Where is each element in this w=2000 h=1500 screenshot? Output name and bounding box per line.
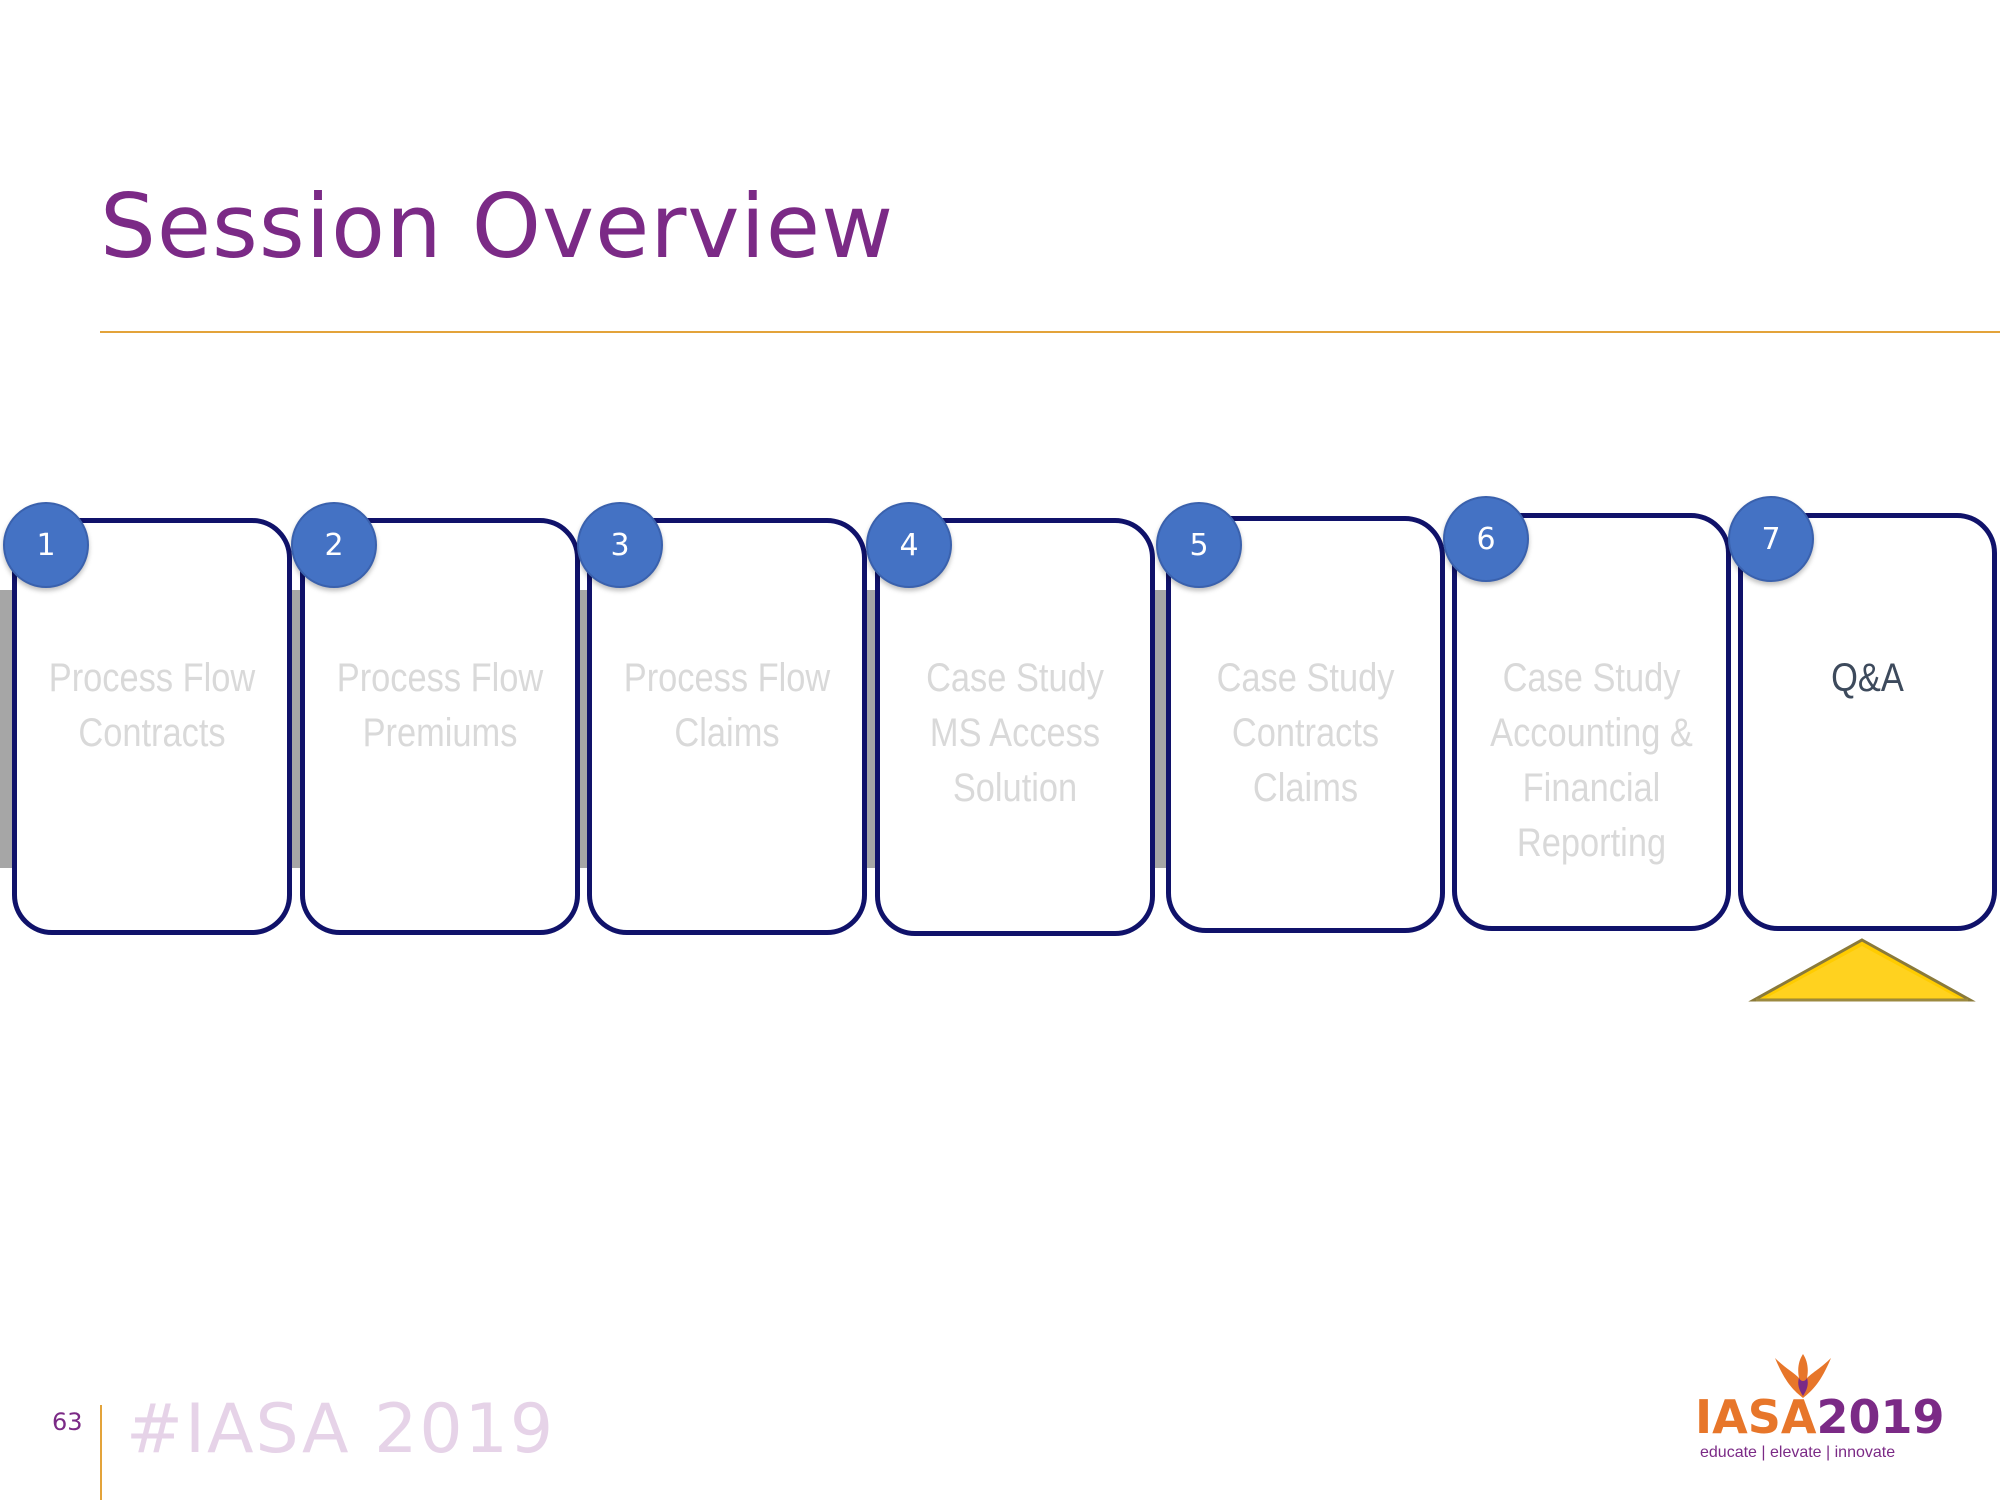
agenda-card-label: Q&A <box>1760 651 1974 706</box>
agenda-card-line: Reporting <box>1516 821 1667 865</box>
agenda-card-line: Case Study <box>1502 656 1681 700</box>
agenda-card-line: Process Flow <box>48 656 256 700</box>
logo-wordmark: IASA2019 <box>1695 1390 1944 1444</box>
agenda-card-line: Accounting & <box>1490 711 1693 755</box>
step-number-badge-7: 7 <box>1728 496 1814 582</box>
agenda-card-line: Contracts <box>1231 711 1380 755</box>
page-number: 63 <box>52 1408 83 1436</box>
agenda-card-line: Contracts <box>78 711 226 755</box>
agenda-card-line: Financial <box>1522 766 1661 810</box>
logo-year: 2019 <box>1816 1390 1945 1444</box>
agenda-card-line: Case Study <box>926 656 1104 700</box>
agenda-card-line: Claims <box>674 711 780 755</box>
footer-divider <box>100 1405 102 1500</box>
phoenix-icon <box>1775 1354 1831 1398</box>
title-divider <box>100 331 2000 333</box>
agenda-card-line: Process Flow <box>336 656 544 700</box>
agenda-card-line: MS Access <box>929 711 1101 755</box>
event-logo: IASA2019 educate | elevate | innovate <box>1695 1352 1944 1464</box>
logo-tagline: educate | elevate | innovate <box>1700 1444 1896 1461</box>
agenda-card-line: Case Study <box>1216 656 1395 700</box>
step-number-badge-1: 1 <box>3 502 89 588</box>
step-number-badge-3: 3 <box>577 502 663 588</box>
agenda-card-line: Q&A <box>1831 656 1904 700</box>
logo-iasa: IASA <box>1695 1390 1817 1444</box>
page-title: Session Overview <box>100 175 895 278</box>
step-number-badge-2: 2 <box>291 502 377 588</box>
agenda-card-line: Solution <box>952 766 1078 810</box>
step-number-badge-5: 5 <box>1156 502 1242 588</box>
step-number-badge-6: 6 <box>1443 496 1529 582</box>
agenda-card-line: Process Flow <box>623 656 831 700</box>
event-hashtag: #IASA 2019 <box>126 1390 556 1469</box>
step-number-badge-4: 4 <box>866 502 952 588</box>
agenda-card-line: Claims <box>1252 766 1359 810</box>
agenda-card-line: Premiums <box>362 711 518 755</box>
agenda-card-7: Q&A <box>1738 513 1997 931</box>
up-triangle-marker-icon <box>1748 938 1976 1002</box>
